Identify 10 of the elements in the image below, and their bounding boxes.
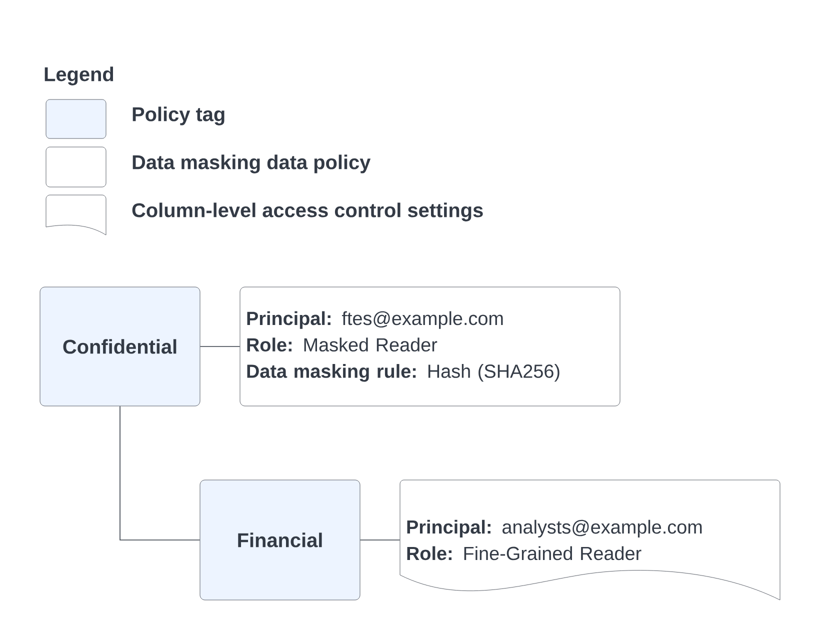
policy-tag-box: Confidential [40, 286, 200, 406]
legend-label: Column-level access control settings [132, 202, 483, 222]
policy-tag-box: Financial [200, 480, 360, 600]
access-settings-document: Principal: analysts@example.com Role: Fine-Grained Reader [400, 480, 780, 600]
connector-line [120, 406, 200, 540]
legend-heading: Legend [44, 66, 114, 86]
legend-label: Data masking data policy [132, 154, 371, 174]
connector-line [200, 346, 240, 347]
legend-label: Policy tag [132, 106, 224, 126]
data-policy-box: Principal: ftes@example.com Role: Masked Reader Data masking rule: Hash (SHA256) [240, 286, 620, 406]
